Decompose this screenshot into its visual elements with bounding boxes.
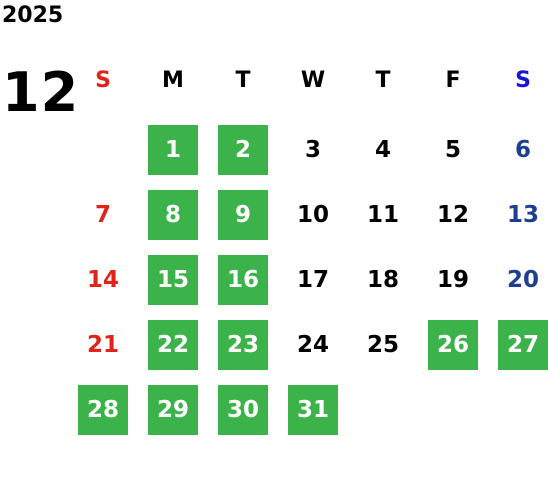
weekday-tuesday: T <box>235 68 251 93</box>
day-cell: 26 <box>428 320 478 370</box>
weekday-thursday: T <box>375 68 391 93</box>
day-cell: 21 <box>86 332 119 358</box>
day-cell: 9 <box>218 190 268 240</box>
day-cell: 16 <box>218 255 268 305</box>
weekday-monday: M <box>162 68 184 93</box>
day-cell: 2 <box>218 125 268 175</box>
day-cell: 17 <box>296 267 329 293</box>
day-cell: 8 <box>148 190 198 240</box>
day-cell: 15 <box>148 255 198 305</box>
day-cell: 12 <box>436 202 469 228</box>
month-label: 12 <box>2 61 80 124</box>
day-cell: 7 <box>94 202 111 228</box>
day-cell: 20 <box>506 267 539 293</box>
day-cell: 11 <box>366 202 399 228</box>
day-cell: 31 <box>288 385 338 435</box>
day-cell: 1 <box>148 125 198 175</box>
day-cell: 3 <box>304 137 321 163</box>
day-cell: 14 <box>86 267 119 293</box>
day-cell: 18 <box>366 267 399 293</box>
weekday-saturday: S <box>515 68 531 93</box>
day-cell: 19 <box>436 267 469 293</box>
day-cell: 13 <box>506 202 539 228</box>
year-label: 2025 <box>2 3 64 28</box>
day-cell: 25 <box>366 332 399 358</box>
day-cell: 29 <box>148 385 198 435</box>
day-cell: 30 <box>218 385 268 435</box>
day-cell: 24 <box>296 332 329 358</box>
weekday-friday: F <box>445 68 461 93</box>
day-cell: 23 <box>218 320 268 370</box>
day-cell: 22 <box>148 320 198 370</box>
day-cell: 5 <box>444 137 461 163</box>
day-cell: 28 <box>78 385 128 435</box>
day-cell: 27 <box>498 320 548 370</box>
weekday-wednesday: W <box>300 68 326 93</box>
day-cell: 6 <box>514 137 531 163</box>
weekday-sunday: S <box>95 68 111 93</box>
day-cell: 4 <box>374 137 391 163</box>
day-cell: 10 <box>296 202 329 228</box>
